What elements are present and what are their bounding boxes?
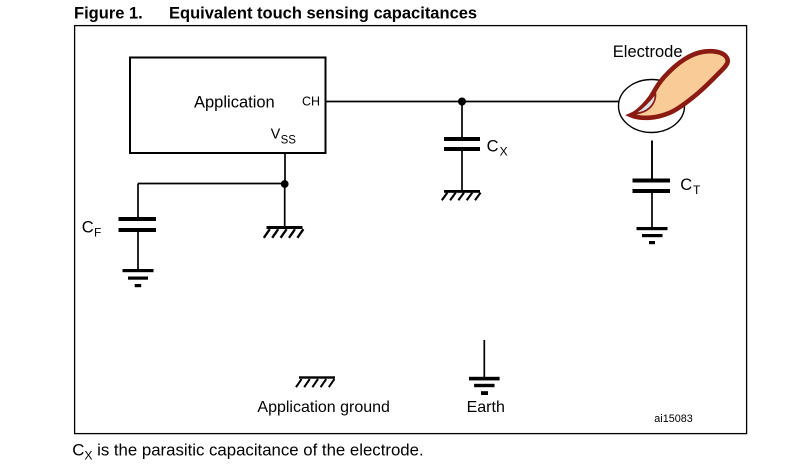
svg-text:ai15083: ai15083 [654,413,692,425]
svg-text:Equivalent touch sensing capac: Equivalent touch sensing capacitances [169,5,477,23]
svg-text:C: C [82,219,94,237]
svg-text:Electrode: Electrode [613,43,683,61]
svg-text:SS: SS [281,135,297,147]
svg-text:V: V [271,127,281,143]
svg-text:Application ground: Application ground [257,399,390,416]
svg-text:Application: Application [194,94,275,112]
svg-text:Earth: Earth [467,399,505,416]
svg-text:C: C [680,176,692,194]
svg-text:Figure 1.: Figure 1. [74,5,143,23]
svg-text:F: F [94,226,101,240]
svg-text:C: C [487,138,499,156]
svg-text:T: T [693,183,701,197]
svg-text:X: X [500,145,508,159]
svg-text:CH: CH [302,95,320,109]
svg-text:CX is the parasitic capacitanc: CX is the parasitic capacitance of the e… [72,441,423,463]
